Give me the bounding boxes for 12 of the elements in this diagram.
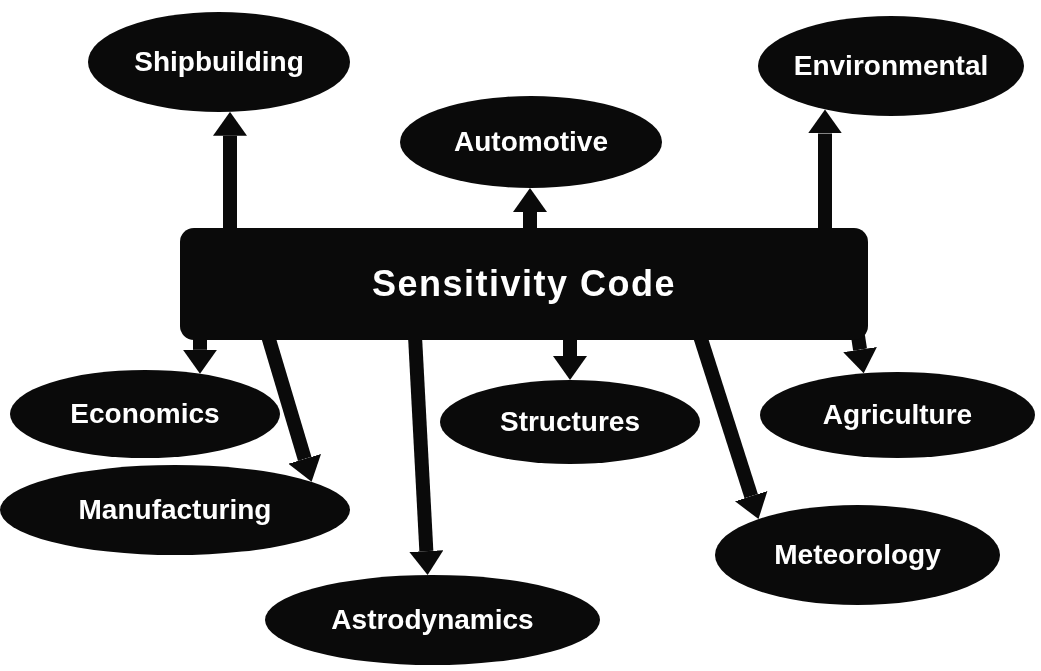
- node-label: Environmental: [793, 50, 989, 82]
- node-label: Economics: [70, 398, 220, 430]
- node-label: Astrodynamics: [331, 604, 534, 636]
- node-label: Manufacturing: [78, 494, 272, 526]
- node-label: Sensitivity Code: [371, 263, 677, 305]
- node-label: Shipbuilding: [134, 46, 304, 78]
- node-label: Automotive: [454, 126, 608, 158]
- arrow: [843, 334, 877, 374]
- process-box: [180, 228, 868, 340]
- node-label: Agriculture: [822, 399, 973, 431]
- node-label: Structures: [499, 406, 640, 438]
- node-label: Meteorology: [774, 539, 941, 571]
